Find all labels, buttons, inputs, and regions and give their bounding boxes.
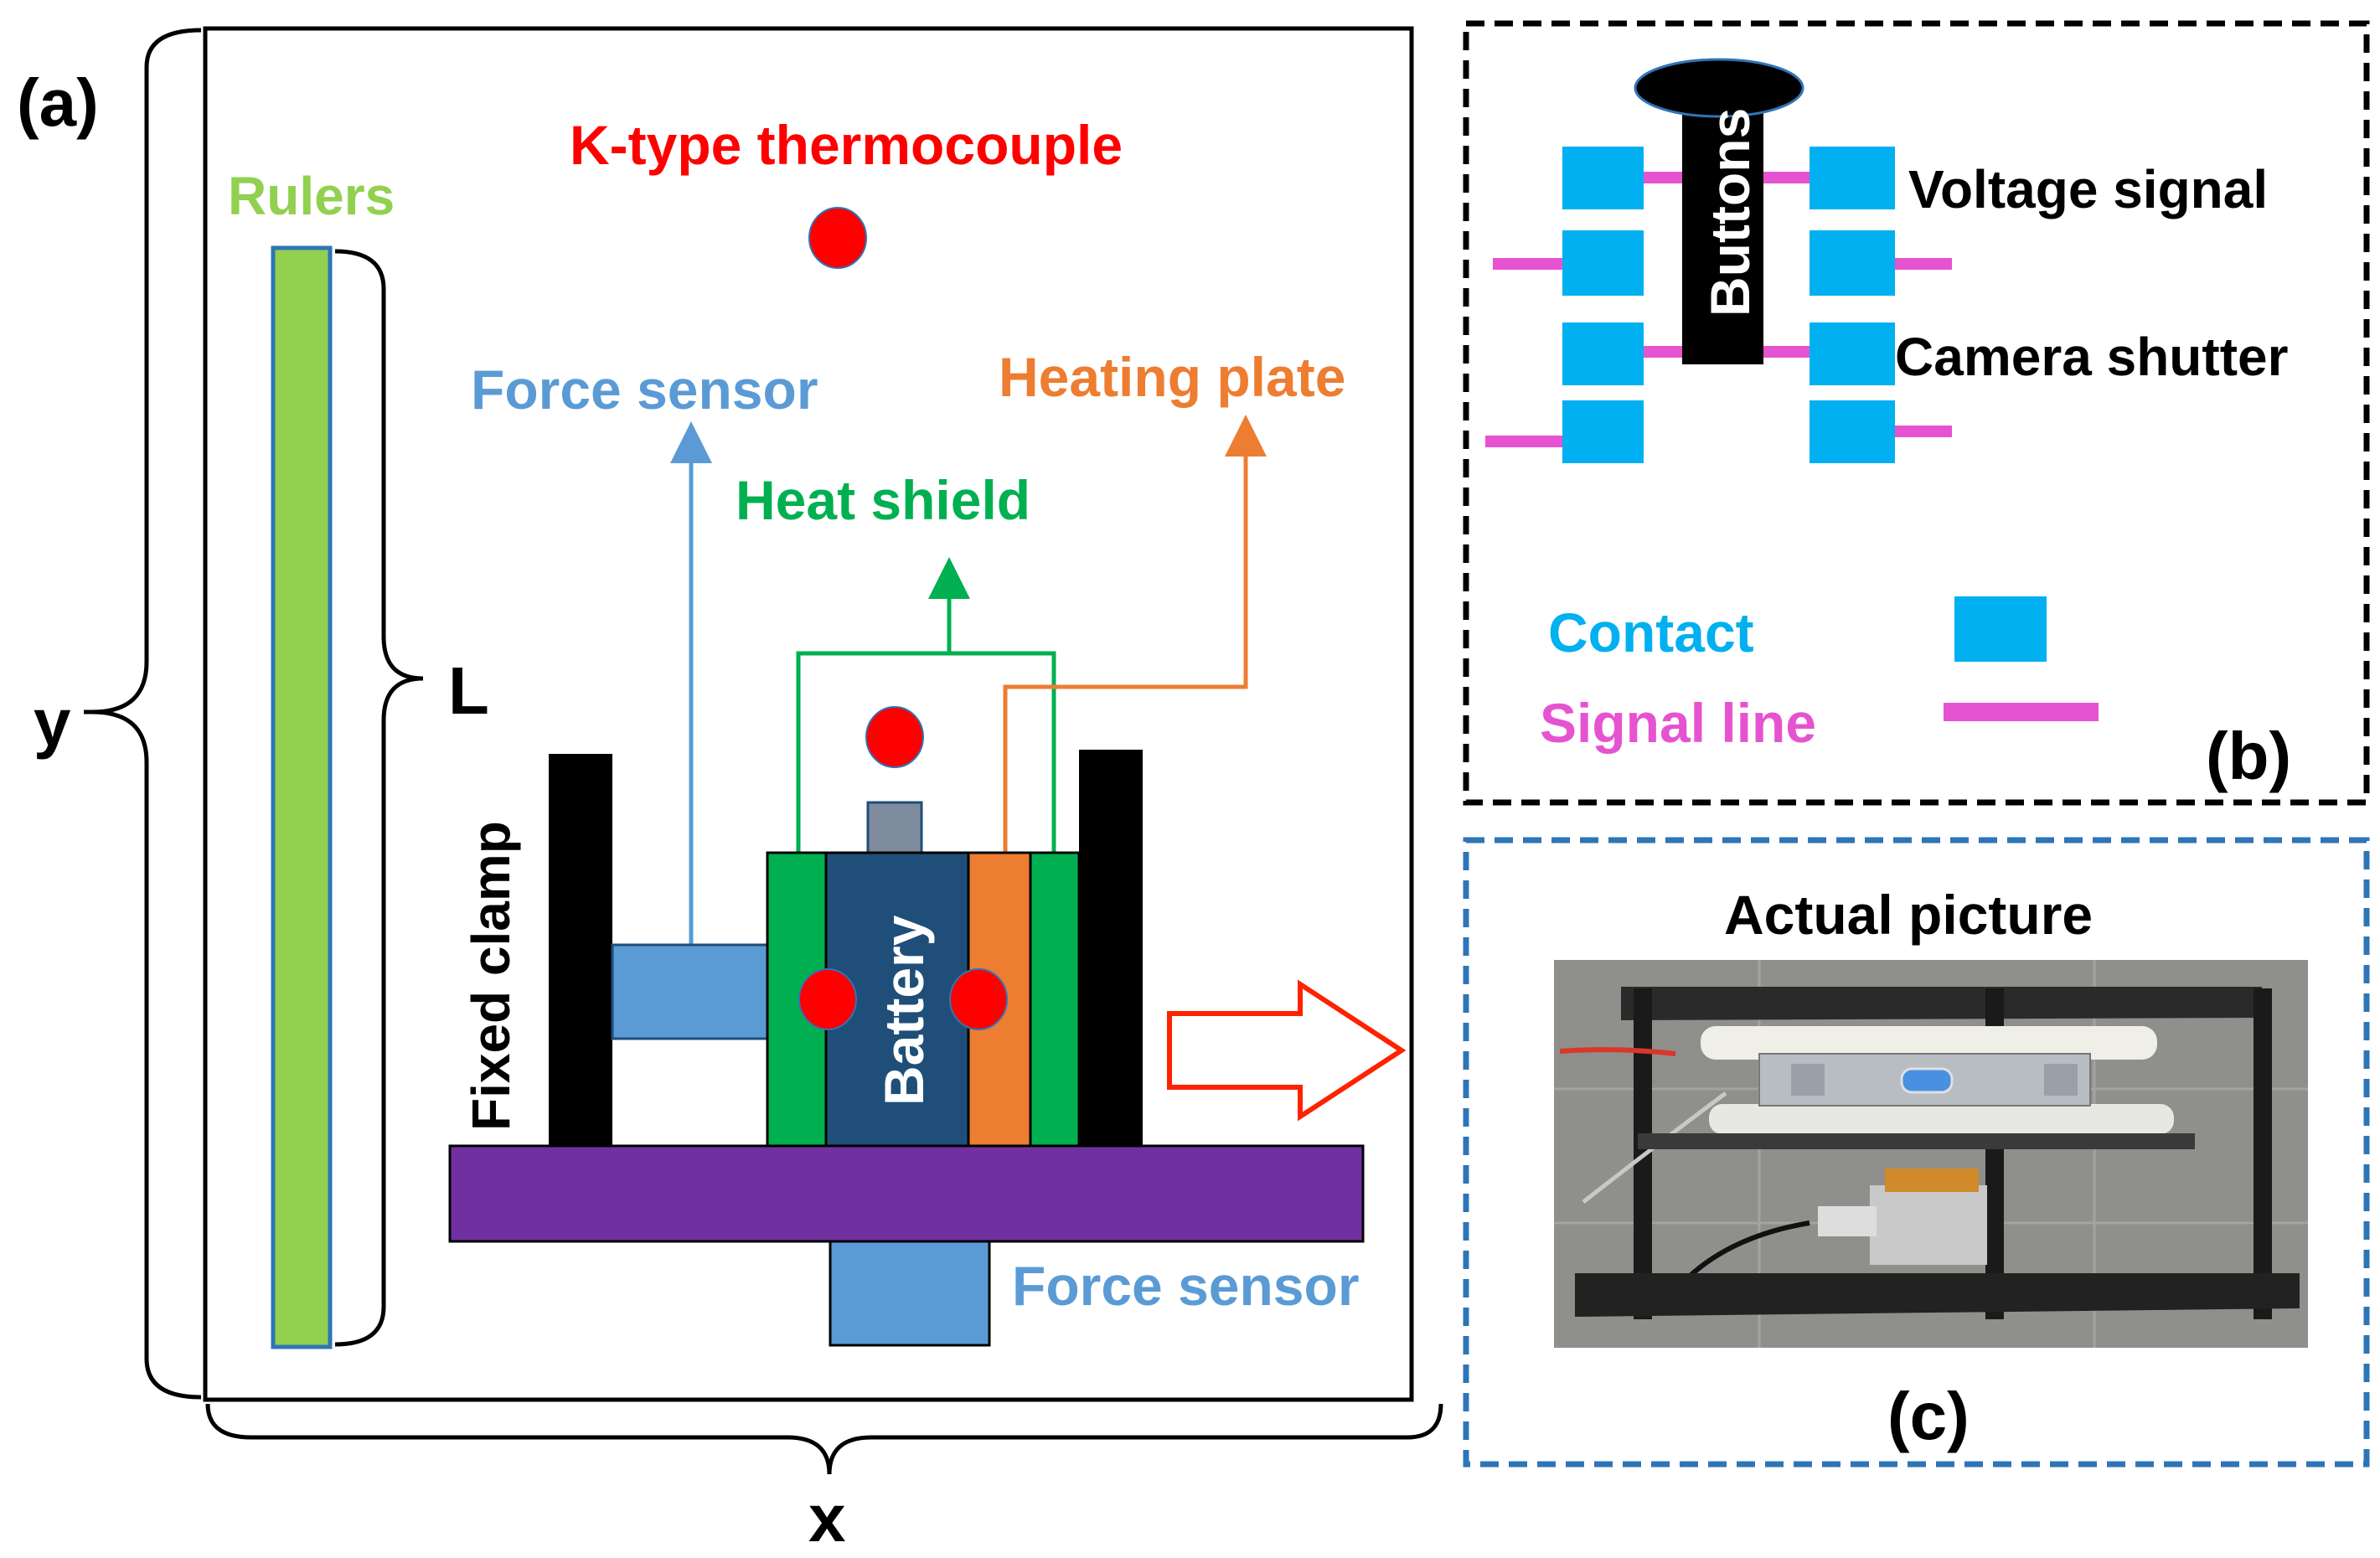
battery-terminal: [866, 801, 923, 854]
actual-photo: [1554, 960, 2308, 1348]
panel-a-frame: [203, 26, 1414, 1402]
force-sensor-bottom-block: [829, 1240, 991, 1347]
panel-c-label: (c): [1887, 1379, 1970, 1453]
contact-legend-swatch: [1954, 596, 2047, 662]
voltage-signal-label: Voltage signal: [1908, 159, 2268, 219]
heat-shield-label: Heat shield: [736, 469, 1030, 531]
panel-b-label: (b): [2206, 719, 2291, 793]
buttons-label: Buttons: [1699, 108, 1761, 317]
panel-b-frame: [1463, 20, 2370, 806]
contact-legend-label: Contact: [1548, 601, 1754, 663]
panel-a-label: (a): [17, 65, 99, 140]
hollow-arrow-right: [1167, 979, 1407, 1122]
thermocouple-battery-right: [949, 968, 1008, 1030]
clamp-post-right: [1079, 750, 1143, 1146]
camera-shutter-label: Camera shutter: [1895, 327, 2289, 387]
x-dimension-label: x: [808, 1481, 846, 1555]
thermocouple-battery-left: [798, 968, 857, 1030]
thermocouple-top: [865, 706, 924, 768]
heat-shield-bracket: [796, 651, 1056, 853]
thermocouple-label: K-type thermocouple: [570, 114, 1123, 176]
signal-line-legend-label: Signal line: [1540, 692, 1816, 754]
force-sensor-top-label: Force sensor: [471, 359, 818, 420]
signal-lines: [1485, 172, 1952, 447]
panel-b: Buttons Voltage signal Camera shutter Co…: [1463, 20, 2370, 806]
force-sensor-block: [611, 943, 769, 1040]
l-dimension-brace: [334, 249, 424, 1347]
x-dimension-brace: [205, 1403, 1443, 1475]
fixed-clamp-label: Fixed clamp: [461, 821, 521, 1131]
y-dimension-brace: [91, 28, 202, 1400]
y-dimension-label: y: [34, 685, 71, 760]
thermocouple-ambient: [808, 207, 867, 269]
panel-c-frame: [1463, 837, 2370, 1468]
contacts: [1562, 147, 1895, 463]
battery-label: Battery: [873, 915, 935, 1106]
clamp-post-left: [549, 754, 612, 1146]
panel-a: (a) y x Rulers L K-type thermocouple For…: [17, 26, 1443, 1555]
panel-c-title: Actual picture: [1724, 884, 2093, 946]
panel-c: Actual picture: [1463, 837, 2370, 1468]
base-plate: [448, 1144, 1365, 1243]
force-sensor-bottom-label: Force sensor: [1012, 1255, 1360, 1317]
heating-plate-label: Heating plate: [999, 346, 1345, 408]
heat-shield-right: [1029, 851, 1081, 1148]
buttons-stem: [1682, 92, 1763, 364]
heating-plate-arrow: [1003, 415, 1267, 853]
ruler: [271, 245, 333, 1349]
l-dimension-label: L: [448, 653, 489, 728]
buttons-knob: [1634, 58, 1804, 118]
rulers-label: Rulers: [228, 166, 395, 226]
